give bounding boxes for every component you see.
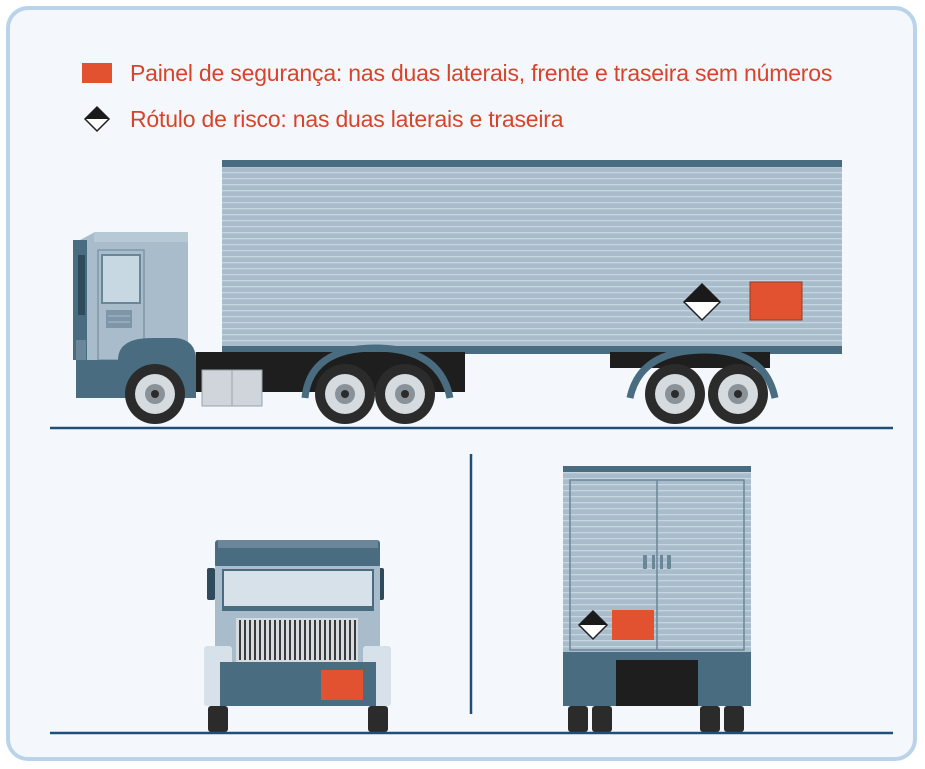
rear-view — [563, 466, 751, 732]
front-view — [204, 540, 391, 732]
legend-label-safety-panel: Painel de segurança: nas duas laterais, … — [130, 59, 833, 86]
hazard-label-side — [682, 282, 722, 322]
wheel-trailer-1 — [645, 364, 705, 424]
black-white-diamond-icon — [83, 105, 111, 133]
wheel-front — [125, 364, 185, 424]
rear-fender-tractor — [301, 344, 454, 399]
safety-panel-front — [321, 670, 363, 700]
wheel-drive-2 — [375, 364, 435, 424]
legend-item-hazard-label: Rótulo de risco: nas duas laterais e tra… — [82, 102, 832, 136]
legend-item-safety-panel: Painel de segurança: nas duas laterais, … — [82, 56, 832, 90]
orange-rectangle-icon — [82, 63, 112, 83]
wheel-trailer-2 — [708, 364, 768, 424]
legend-label-hazard-label: Rótulo de risco: nas duas laterais e tra… — [130, 105, 564, 132]
side-view — [73, 160, 842, 424]
wheel-drive-1 — [315, 364, 375, 424]
trailer-side — [222, 160, 842, 354]
safety-panel-rear — [612, 610, 654, 640]
hazard-label-rear — [577, 609, 609, 641]
safety-panel-side — [749, 281, 803, 321]
rear-fender-trailer — [626, 346, 779, 399]
legend: Painel de segurança: nas duas laterais, … — [82, 56, 832, 148]
